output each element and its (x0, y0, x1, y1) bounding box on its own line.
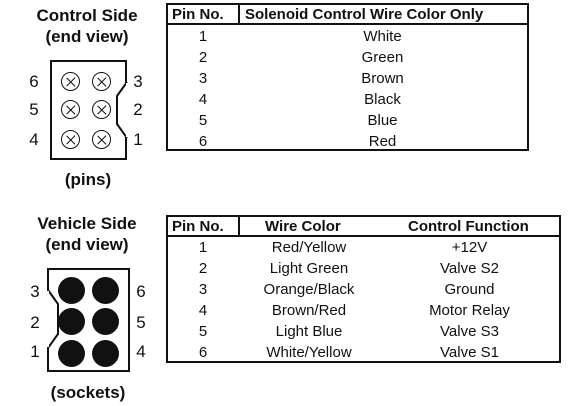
wire-color-cell: Light Blue (275, 323, 343, 340)
control-table-rows: 1 White 2 Green 3 Brown 4 Black 5 Blue 6… (168, 26, 527, 152)
vehicle-header-function: Control Function (408, 218, 529, 235)
pin-cell: 5 (198, 323, 208, 340)
control-left-label-3: 4 (29, 130, 39, 149)
vehicle-right-label-1: 6 (136, 282, 146, 301)
vehicle-table-rows: 1 Red/Yellow +12V 2 Light Green Valve S2… (168, 237, 559, 363)
vehicle-socket-1 (58, 340, 85, 367)
function-cell: Motor Relay (429, 302, 510, 319)
function-cell: +12V (451, 239, 488, 256)
color-cell: Green (361, 49, 404, 66)
function-cell: Ground (444, 281, 495, 298)
pin-cell: 3 (198, 70, 208, 87)
control-side-title: Control Side (end view) (20, 6, 154, 46)
control-table-divider (238, 3, 240, 25)
color-cell: Blue (367, 112, 398, 129)
pin-cell: 3 (198, 281, 208, 298)
control-header-pin: Pin No. (172, 6, 224, 23)
table-row: 6 Red (168, 131, 527, 152)
vehicle-side-title-line2: (end view) (45, 235, 129, 254)
pin-cell: 2 (198, 49, 208, 66)
pin-cell: 4 (198, 91, 208, 108)
table-row: 5 Blue (168, 110, 527, 131)
vehicle-socket-3 (58, 277, 85, 304)
vehicle-side-title-line1: Vehicle Side (37, 214, 137, 233)
vehicle-socket-5 (92, 308, 119, 335)
color-cell: White (363, 28, 402, 45)
pin-cell: 1 (198, 239, 208, 256)
control-right-label-2: 2 (133, 100, 143, 119)
pin-cell: 4 (198, 302, 208, 319)
wire-color-cell: Red/Yellow (271, 239, 347, 256)
pin-cell: 2 (198, 260, 208, 277)
control-header-color: Solenoid Control Wire Color Only (245, 6, 484, 23)
control-pin-5 (61, 100, 80, 119)
control-pin-1 (92, 130, 111, 149)
control-right-label-1: 3 (133, 72, 143, 91)
wire-color-cell: White/Yellow (266, 344, 352, 361)
function-cell: Valve S2 (440, 260, 499, 277)
vehicle-table-divider (238, 215, 240, 237)
vehicle-left-label-3: 1 (30, 342, 40, 361)
vehicle-side-caption: (sockets) (50, 383, 126, 402)
control-table-header-rule (166, 23, 529, 25)
table-row: 2 Light Green Valve S2 (168, 258, 559, 279)
control-pin-4 (61, 130, 80, 149)
vehicle-header-wire-color: Wire Color (265, 218, 341, 235)
pin-cell: 5 (198, 112, 208, 129)
vehicle-socket-2 (58, 308, 85, 335)
table-row: 1 White (168, 26, 527, 47)
control-side-title-line1: Control Side (36, 6, 138, 25)
vehicle-left-label-1: 3 (30, 282, 40, 301)
vehicle-wire-table (166, 215, 561, 363)
vehicle-side-title: Vehicle Side (end view) (20, 214, 154, 254)
table-row: 1 Red/Yellow +12V (168, 237, 559, 258)
table-row: 6 White/Yellow Valve S1 (168, 342, 559, 363)
vehicle-left-label-2: 2 (30, 313, 40, 332)
vehicle-socket-4 (92, 340, 119, 367)
wire-color-cell: Light Green (269, 260, 349, 277)
control-pin-2 (92, 100, 111, 119)
wire-color-cell: Orange/Black (263, 281, 355, 298)
control-left-label-2: 5 (29, 100, 39, 119)
color-cell: Red (368, 133, 397, 150)
table-row: 2 Green (168, 47, 527, 68)
table-row: 4 Brown/Red Motor Relay (168, 300, 559, 321)
wire-color-cell: Brown/Red (271, 302, 347, 319)
table-row: 3 Orange/Black Ground (168, 279, 559, 300)
control-side-caption: (pins) (64, 170, 112, 189)
table-row: 4 Black (168, 89, 527, 110)
pin-cell: 1 (198, 28, 208, 45)
vehicle-socket-6 (92, 277, 119, 304)
control-pin-6 (61, 72, 80, 91)
table-row: 5 Light Blue Valve S3 (168, 321, 559, 342)
control-wire-table (166, 3, 529, 151)
control-pin-3 (92, 72, 111, 91)
vehicle-right-label-2: 5 (136, 313, 146, 332)
function-cell: Valve S3 (440, 323, 499, 340)
control-left-label-1: 6 (29, 72, 39, 91)
pin-cell: 6 (198, 344, 208, 361)
vehicle-header-pin: Pin No. (172, 218, 224, 235)
color-cell: Brown (361, 70, 404, 87)
pin-cell: 6 (198, 133, 208, 150)
control-right-label-3: 1 (133, 130, 143, 149)
control-side-title-line2: (end view) (45, 27, 129, 46)
vehicle-table-header-rule (166, 235, 561, 237)
table-row: 3 Brown (168, 68, 527, 89)
control-connector-key-notch (116, 82, 129, 138)
function-cell: Valve S1 (440, 344, 499, 361)
color-cell: Black (364, 91, 401, 108)
vehicle-right-label-3: 4 (136, 342, 146, 361)
